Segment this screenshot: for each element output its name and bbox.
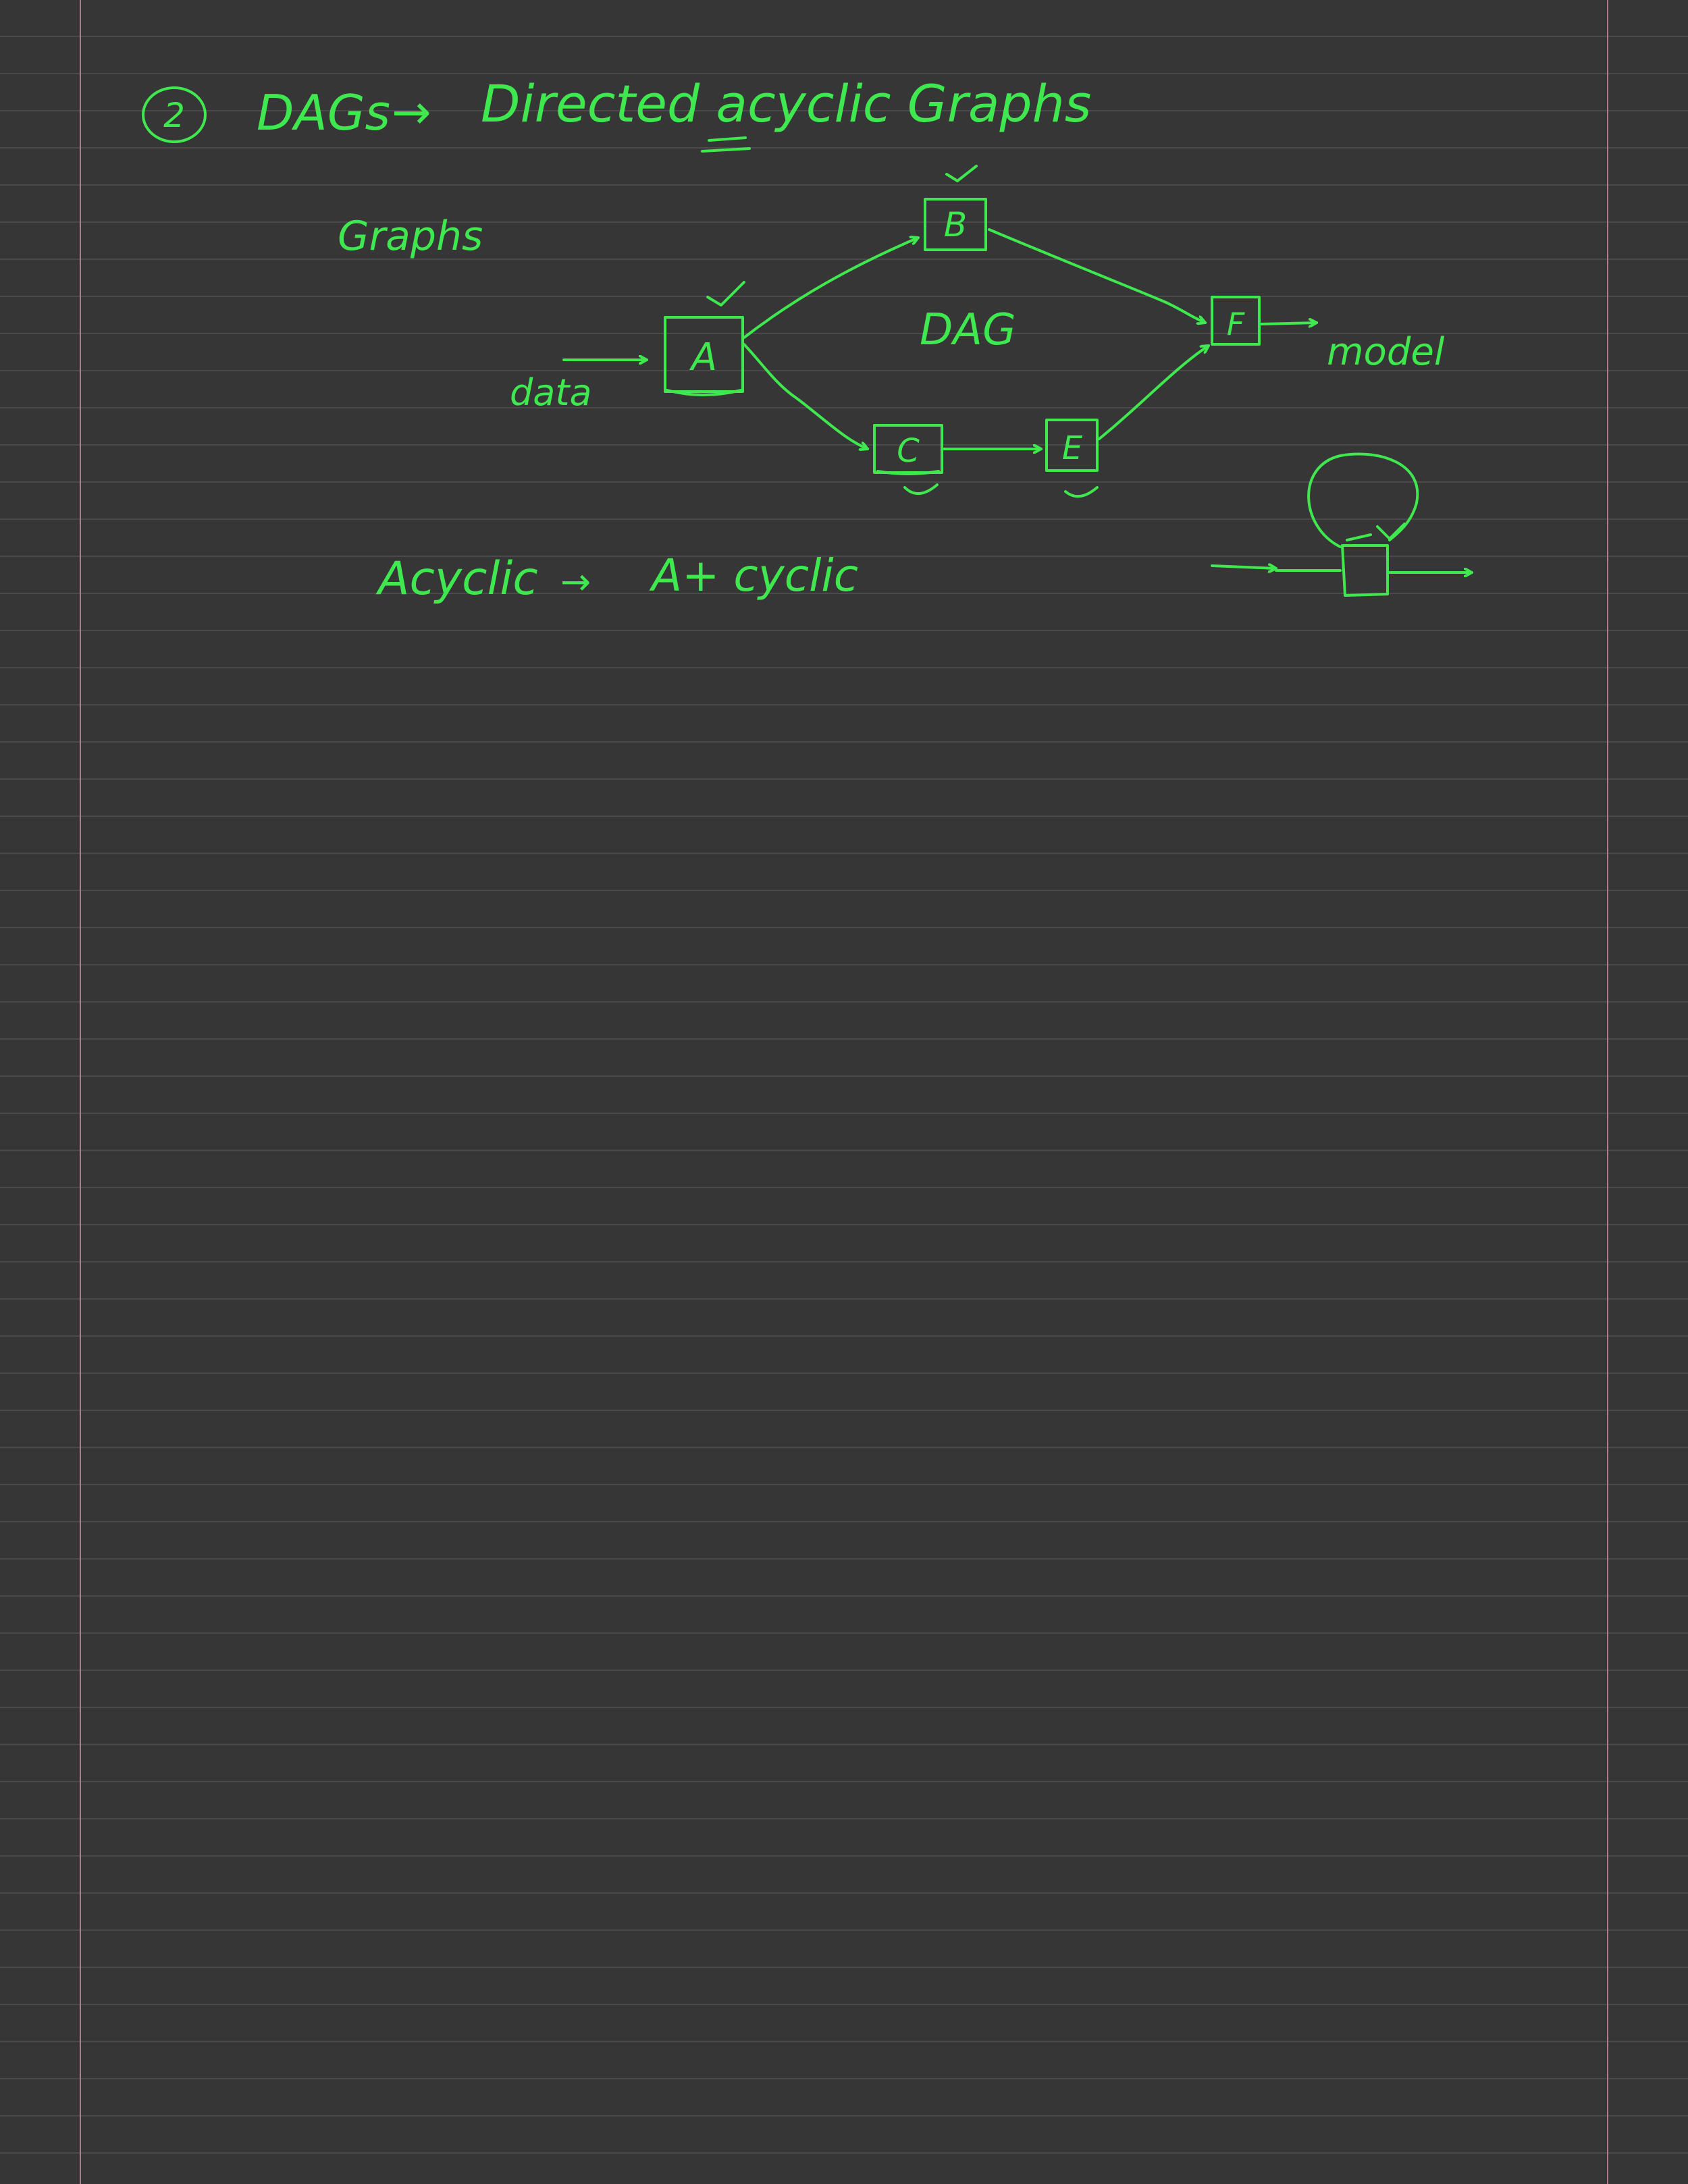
- edge-a-b: [743, 238, 918, 339]
- check-icon: [903, 483, 939, 495]
- diagram-output-label: model: [1327, 330, 1445, 374]
- side-label: Graphs: [338, 213, 483, 260]
- note-arrow: →: [560, 560, 591, 603]
- node-b: B: [924, 198, 987, 251]
- check-icon: [1064, 486, 1099, 498]
- heading-expansion: Directed acyclic Graphs: [481, 74, 1091, 134]
- node-e: E: [1045, 419, 1099, 472]
- underline-stroke: [701, 147, 751, 153]
- edge-f-model: [1260, 323, 1317, 324]
- heading-arrow: →: [392, 84, 431, 140]
- node-e-label: E: [1062, 429, 1083, 467]
- note-term: Acyclic: [375, 552, 538, 606]
- node-c-label: C: [897, 432, 920, 470]
- edge-e-f: [1098, 346, 1209, 440]
- node-f: F: [1211, 296, 1261, 346]
- self-loop-node-icon: [1211, 452, 1473, 597]
- node-c: C: [873, 424, 943, 475]
- node-b-label: B: [944, 205, 967, 244]
- acyclic-note: Acyclic → A+ cyclic: [375, 550, 858, 606]
- node-a: A: [664, 316, 744, 396]
- heading-term: DAGs: [257, 84, 390, 141]
- diagram-center-label: DAG: [920, 305, 1016, 355]
- edge-b-f: [988, 228, 1205, 323]
- underline-stroke: [708, 136, 747, 142]
- diagram-input-label: data: [510, 371, 592, 414]
- right-margin-line: [1607, 0, 1608, 2184]
- number-circle-icon: [142, 86, 207, 143]
- check-icon: [706, 281, 745, 307]
- heading-number: 2: [163, 96, 185, 135]
- node-f-label: F: [1227, 306, 1245, 342]
- note-text: A+ cyclic: [649, 550, 858, 602]
- dag-diagram: A B C E F: [510, 165, 1445, 498]
- heading: 2 DAGs → Directed acyclic Graphs: [142, 74, 1091, 153]
- node-a-label: A: [689, 336, 717, 379]
- check-icon: [945, 165, 978, 182]
- left-margin-line: [80, 0, 81, 2184]
- edge-a-c: [743, 343, 868, 449]
